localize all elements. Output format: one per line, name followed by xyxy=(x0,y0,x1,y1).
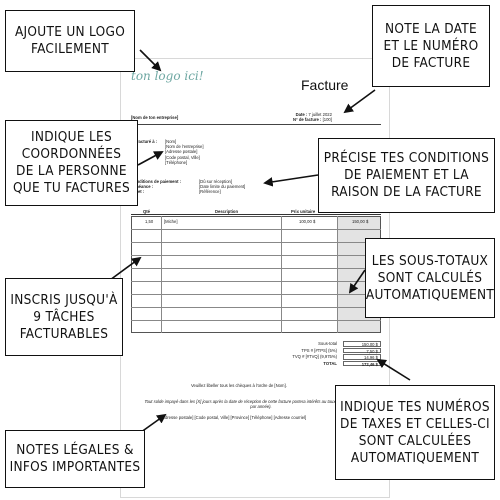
callout-line: 9 tâches xyxy=(33,308,95,325)
bill-to-line: [Nom de l'entreprise] xyxy=(165,144,204,150)
tvq-label: TVQ # [#TVQ] (9,975%) xyxy=(292,354,337,359)
column-divider xyxy=(337,216,338,333)
callout-date: Note la date et le numéro de facture xyxy=(372,5,490,87)
row1-description[interactable]: [Miche] xyxy=(164,219,178,224)
column-divider xyxy=(281,216,282,333)
callout-taxes: Indique tes numéros de taxes et celles-c… xyxy=(335,385,495,480)
subtotal-row: Sous-total 150,00 $ xyxy=(271,341,381,348)
table-row[interactable] xyxy=(131,294,381,295)
callout-line: Indique les xyxy=(30,129,112,145)
footer-address: [Adresse postale] [Code postal, Ville] [… xyxy=(161,415,307,420)
callout-line: sont calculées xyxy=(358,432,472,449)
row1-unit-price[interactable]: 100,00 $ xyxy=(299,219,316,224)
callout-line: Note la date xyxy=(385,20,477,37)
callout-line: Ajoute un logo xyxy=(14,24,126,40)
header-unit-price: Prix unitaire xyxy=(291,209,316,214)
table-row[interactable] xyxy=(131,307,381,308)
callout-line: automatiquement xyxy=(365,286,495,303)
table-body xyxy=(131,216,381,333)
callout-notes: Notes légales & infos importantes xyxy=(5,430,145,488)
callout-tasks: Inscris jusqu'à 9 tâches facturables xyxy=(5,278,123,356)
row1-qty[interactable]: 1,50 xyxy=(145,219,154,224)
callout-logo: Ajoute un logo facilement xyxy=(5,10,135,72)
callout-line: automatiquement xyxy=(350,449,480,466)
invoice-number-label: N° de facture : xyxy=(293,117,322,123)
table-row[interactable] xyxy=(131,320,381,321)
callout-line: coordonnées xyxy=(21,146,122,162)
callout-line: de la personne xyxy=(16,163,127,179)
callout-line: de taxes et celles-ci xyxy=(340,415,490,432)
subtotal-label: Sous-total xyxy=(318,341,337,346)
bill-to-block: [Nom] [Nom de l'entreprise] [Adresse pos… xyxy=(165,139,204,165)
callout-line: raison de la facture xyxy=(331,184,482,200)
condition-label: Échéance : xyxy=(131,184,154,190)
condition-label: Objet : xyxy=(131,189,145,195)
callout-line: et le numéro xyxy=(383,37,479,54)
callout-conditions: Précise tes conditions de paiement et la… xyxy=(318,138,495,213)
conditions-labels: Conditions de paiement : Échéance : Obje… xyxy=(131,179,181,195)
date-block: Date : 7 juillet 2022 N° de facture : [1… xyxy=(293,112,332,122)
totals-block: Sous-total 150,00 $ TPS # [#TPS] (5%) 7,… xyxy=(271,341,381,367)
date-label: Date : xyxy=(295,112,308,117)
tvq-value: 14,96 $ xyxy=(343,354,381,360)
invoice-number-value: [100] xyxy=(322,117,332,123)
callout-line: facturables xyxy=(19,325,109,342)
callout-line: Précise tes conditions xyxy=(323,150,490,166)
callout-line: Les sous-totaux xyxy=(371,252,489,269)
invoice-title: Facture xyxy=(301,77,349,93)
logo-placeholder: ton logo ici! xyxy=(131,69,204,83)
callout-line: Notes légales & xyxy=(16,442,134,458)
total-row: TOTAL 172,46 $ xyxy=(271,360,381,368)
subtotal-value: 150,00 $ xyxy=(343,341,381,347)
callout-subtotals: Les sous-totaux sont calculés automatiqu… xyxy=(365,238,495,318)
table-row[interactable] xyxy=(131,281,381,282)
tps-row: TPS # [#TPS] (5%) 7,50 $ xyxy=(271,347,381,355)
conditions-values: [Dû sur réception] [Date limite du paiem… xyxy=(199,179,245,195)
callout-line: de paiement et la xyxy=(344,167,469,183)
header-qty: Qté xyxy=(143,209,150,214)
table-row[interactable] xyxy=(131,229,381,230)
total-value: 172,46 $ xyxy=(343,360,381,366)
condition-label: Conditions de paiement : xyxy=(131,179,182,184)
column-divider xyxy=(161,216,162,333)
bill-to-line: [Adresse postale] xyxy=(165,149,198,155)
condition-value: [Référence] xyxy=(199,189,221,195)
row1-total: 150,00 $ xyxy=(352,219,369,224)
footer-cheque-note: Veuillez libeller tous les chèques à l'o… xyxy=(191,383,287,388)
total-label: TOTAL xyxy=(323,360,337,366)
header-description: Description xyxy=(215,209,239,214)
tps-label: TPS # [#TPS] (5%) xyxy=(301,347,337,353)
tvq-row: TVQ # [#TVQ] (9,975%) 14,96 $ xyxy=(271,354,381,361)
table-row[interactable] xyxy=(131,268,381,269)
date-value: 7 juillet 2022 xyxy=(308,112,332,117)
tps-value: 7,50 $ xyxy=(343,347,381,353)
callout-client: Indique les coordonnées de la personne q… xyxy=(5,120,138,206)
condition-value: [Dû sur réception] xyxy=(199,179,233,184)
callout-line: Indique tes numéros xyxy=(340,398,490,415)
bill-to-line: [Nom] xyxy=(165,139,177,144)
callout-line: que tu factures xyxy=(12,180,131,196)
callout-line: facilement xyxy=(31,41,109,57)
bill-to-line: [Téléphone] xyxy=(165,159,188,165)
callout-line: sont calculés xyxy=(377,269,483,286)
callout-line: infos importantes xyxy=(9,459,141,475)
table-row[interactable] xyxy=(131,242,381,243)
callout-line: de facture xyxy=(391,54,471,71)
footer-legal-note: Tout solde impayé dans les [X] jours apr… xyxy=(144,399,378,410)
bill-to-line: [Code postal, Ville] xyxy=(165,154,200,160)
company-name: [Nom de ton entreprise] xyxy=(131,115,179,120)
callout-line: Inscris jusqu'à xyxy=(10,291,118,308)
header-divider xyxy=(131,124,381,125)
table-row[interactable] xyxy=(131,255,381,256)
condition-value: [Date limite du paiement] xyxy=(199,184,246,190)
bill-to-label: Facturé à : xyxy=(136,139,158,144)
